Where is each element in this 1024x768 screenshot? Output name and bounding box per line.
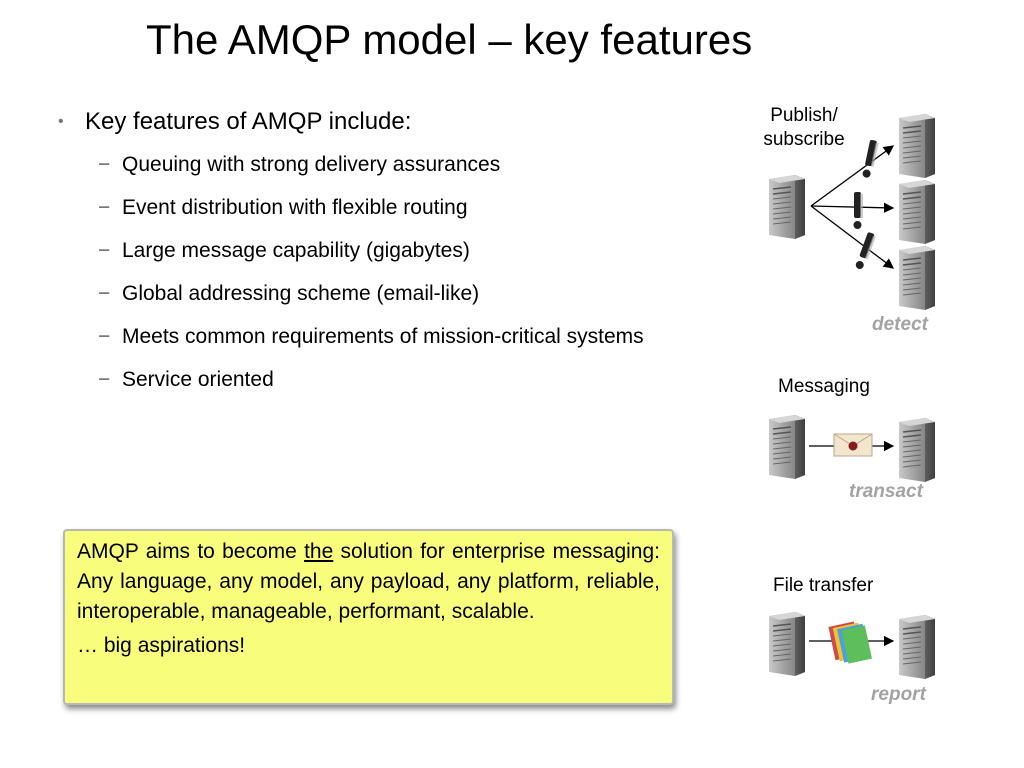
callout-text-start: AMQP aims to become: [77, 540, 305, 563]
callout-box: AMQP aims to become the solution for ent…: [63, 529, 674, 705]
bullet-dot-icon: •: [58, 113, 64, 130]
main-bullet: • Key features of AMQP include:: [58, 104, 698, 140]
server-icon: [895, 112, 939, 178]
sub-bullet-text: Large message capability (gigabytes): [122, 239, 470, 262]
server-icon: [765, 413, 809, 479]
sub-bullet: −Event distribution with flexible routin…: [58, 189, 698, 226]
messaging-label: Messaging: [778, 376, 870, 397]
dash-icon: −: [98, 153, 111, 176]
server-icon: [765, 173, 809, 239]
sub-bullet-text: Service oriented: [122, 368, 274, 391]
callout-text-end: solution for enterprise messaging: Any l…: [77, 540, 660, 623]
detect-tag: detect: [872, 314, 928, 335]
publish-label-line1: Publish/: [770, 105, 838, 126]
sub-bullet: −Global addressing scheme (email-like): [58, 275, 698, 312]
server-icon: [895, 244, 939, 310]
server-icon: [895, 416, 939, 482]
sub-bullet-text: Global addressing scheme (email-like): [122, 282, 480, 305]
server-icon: [765, 610, 809, 676]
slide-title: The AMQP model – key features: [146, 16, 753, 63]
dash-icon: −: [98, 325, 111, 348]
folders-icon: [828, 621, 872, 664]
server-icon: [895, 178, 939, 244]
sub-bullet-list: −Queuing with strong delivery assurances…: [58, 146, 698, 398]
exclamation-icon: [862, 139, 879, 178]
sub-bullet-text: Event distribution with flexible routing: [122, 196, 468, 219]
publish-label-line2: subscribe: [763, 129, 845, 150]
callout-emphasis: the: [304, 540, 334, 563]
callout-closing: … big aspirations!: [77, 634, 246, 657]
file-transfer-label: File transfer: [773, 575, 874, 596]
exclamation-icon: [855, 232, 876, 269]
publish-subscribe-label: Publish/ subscribe: [752, 104, 856, 152]
dash-icon: −: [98, 196, 111, 219]
sub-bullet: −Meets common requirements of mission-cr…: [58, 318, 682, 355]
sub-bullet-text: Queuing with strong delivery assurances: [122, 153, 501, 176]
dash-icon: −: [98, 239, 111, 262]
bullet-list: • Key features of AMQP include: −Queuing…: [58, 104, 698, 398]
callout-text: AMQP aims to become the solution for ent…: [77, 537, 660, 627]
sub-bullet: −Queuing with strong delivery assurances: [58, 146, 698, 183]
sub-bullet: −Large message capability (gigabytes): [58, 232, 698, 269]
sub-bullet: −Service oriented: [58, 361, 698, 398]
transact-tag: transact: [849, 481, 923, 502]
dash-icon: −: [98, 368, 111, 391]
exclamation-icon: [853, 192, 863, 229]
envelope-icon: [833, 433, 873, 457]
dash-icon: −: [98, 282, 111, 305]
report-tag: report: [871, 684, 926, 705]
server-icon: [895, 613, 939, 679]
sub-bullet-text: Meets common requirements of mission-cri…: [122, 325, 644, 348]
main-bullet-text: Key features of AMQP include:: [85, 108, 412, 135]
